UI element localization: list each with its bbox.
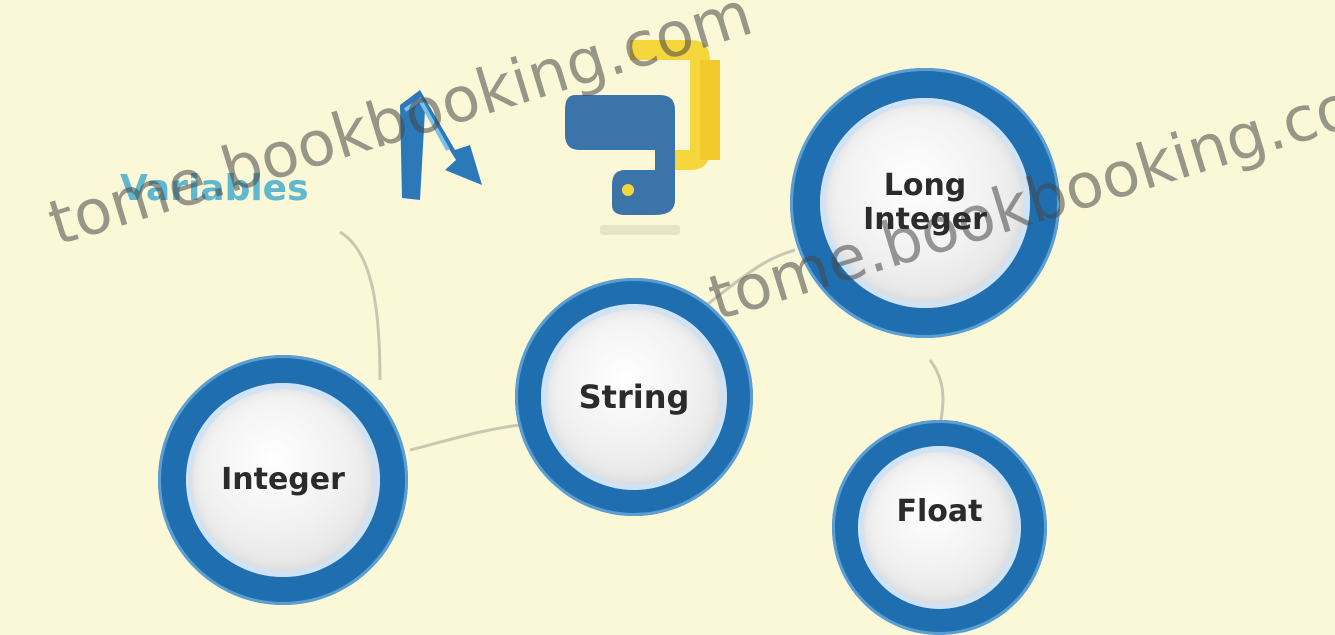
- connector-integer-string: [409, 423, 521, 452]
- diagram-canvas: Variables Integer String Long Integer Fl…: [40, 0, 1335, 635]
- node-integer-inner: [186, 383, 380, 577]
- node-long-integer-label: Long Integer: [863, 167, 987, 237]
- node-long-integer-inner: [820, 98, 1030, 308]
- connectors: [339, 230, 945, 452]
- node-integer: Integer: [158, 355, 408, 605]
- connector-string-long: [699, 248, 796, 312]
- connector-variables-integer: [339, 230, 382, 381]
- node-string: String: [515, 278, 753, 516]
- node-long-integer: Long Integer: [790, 68, 1060, 338]
- node-integer-label: Integer: [221, 461, 345, 497]
- variables-label: Variables: [120, 168, 309, 209]
- node-float-label: Float: [896, 494, 983, 530]
- node-float-inner: [858, 446, 1021, 609]
- node-string-label: String: [578, 377, 690, 416]
- node-float: Float: [832, 420, 1047, 635]
- connector-long-float: [928, 359, 945, 426]
- node-string-inner: [541, 304, 727, 490]
